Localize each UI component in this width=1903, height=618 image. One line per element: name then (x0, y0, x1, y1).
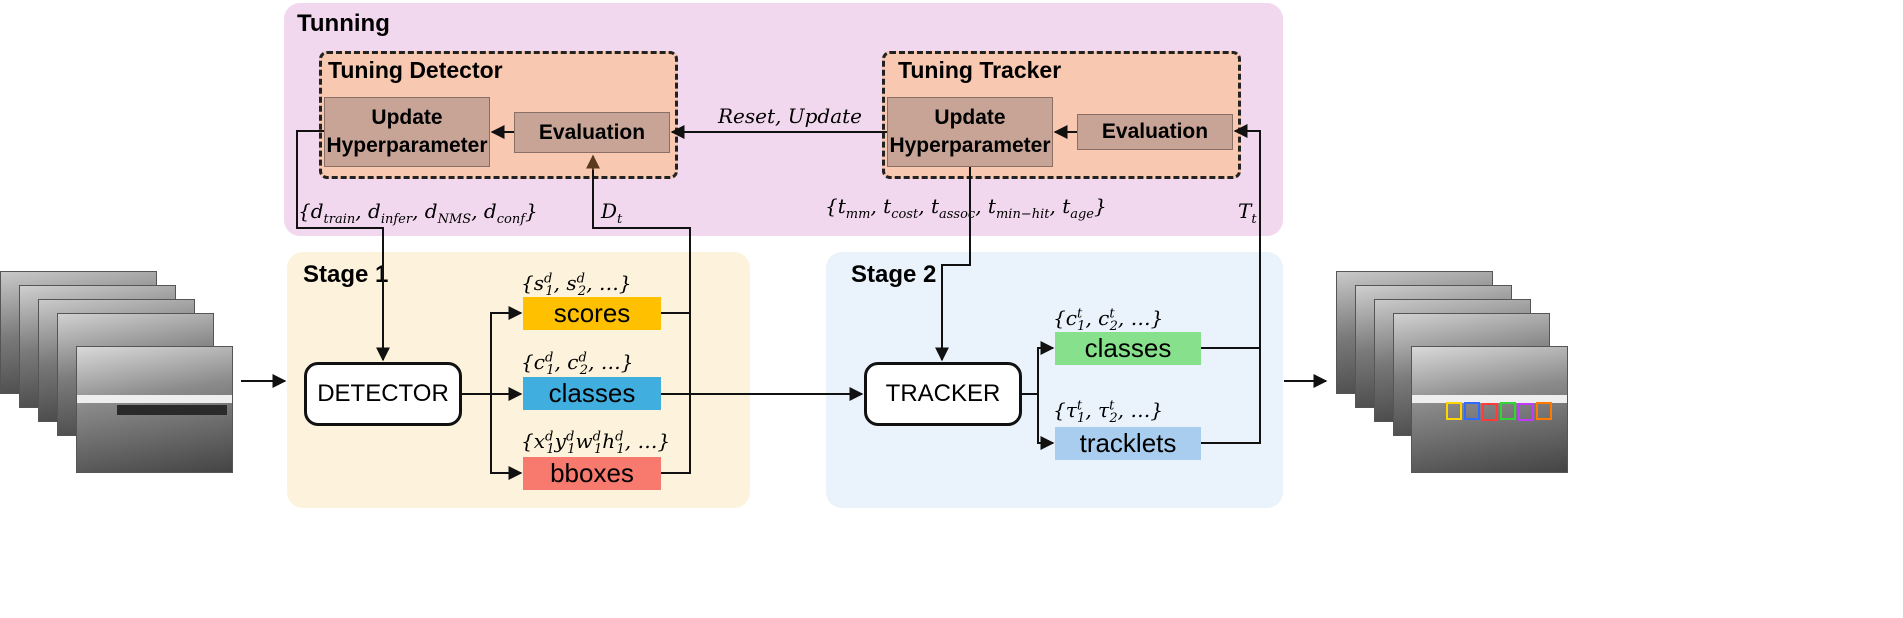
scores-output: scores (523, 297, 661, 330)
scores-set-label: {sd1, sd2, …} (521, 271, 632, 299)
bboxes-output: bboxes (523, 457, 661, 490)
tracklets-set-label: {τt1, τt2, …} (1053, 398, 1164, 426)
tracker-update-hyperparameter: Update Hyperparameter (887, 97, 1053, 167)
tracker-classes-set-label: {ct1, ct2, …} (1053, 306, 1164, 334)
bboxes-set-label: {xd1yd1wd1hd1, …} (521, 429, 671, 457)
tracker-params-label: {tmm, tcost, tassoc, tmin−hit, tage} (825, 194, 1107, 222)
output-frame (1411, 346, 1568, 473)
detector-box: DETECTOR (304, 362, 462, 426)
detector-update-hyperparameter: Update Hyperparameter (324, 97, 490, 167)
tracker-evaluation: Evaluation (1077, 114, 1233, 150)
detector-params-label: {dtrain, dinfer, dNMS, dconf} (298, 199, 538, 227)
reset-update-label: Reset, Update (718, 104, 863, 128)
classes-set-label: {cd1, cd2, …} (521, 350, 634, 378)
detector-update-line1: Update (371, 106, 443, 129)
stage2-classes-output: classes (1055, 332, 1201, 365)
dt-label: Dt (601, 199, 623, 227)
tuning-title: Tunning (297, 10, 390, 37)
stage2-title: Stage 2 (851, 261, 937, 288)
tuning-tracker-title: Tuning Tracker (898, 57, 1062, 83)
tracker-update-line1: Update (934, 106, 1006, 129)
detector-evaluation: Evaluation (514, 112, 670, 153)
tracklets-output: tracklets (1055, 427, 1201, 460)
detector-update-line2: Hyperparameter (326, 134, 488, 157)
input-frame (76, 346, 233, 473)
stage1-classes-output: classes (523, 377, 661, 410)
stage1-title: Stage 1 (303, 261, 389, 288)
tt-label: Tt (1238, 199, 1257, 227)
tracker-update-line2: Hyperparameter (889, 134, 1051, 157)
tracker-box: TRACKER (864, 362, 1022, 426)
tuning-detector-title: Tuning Detector (328, 57, 503, 83)
